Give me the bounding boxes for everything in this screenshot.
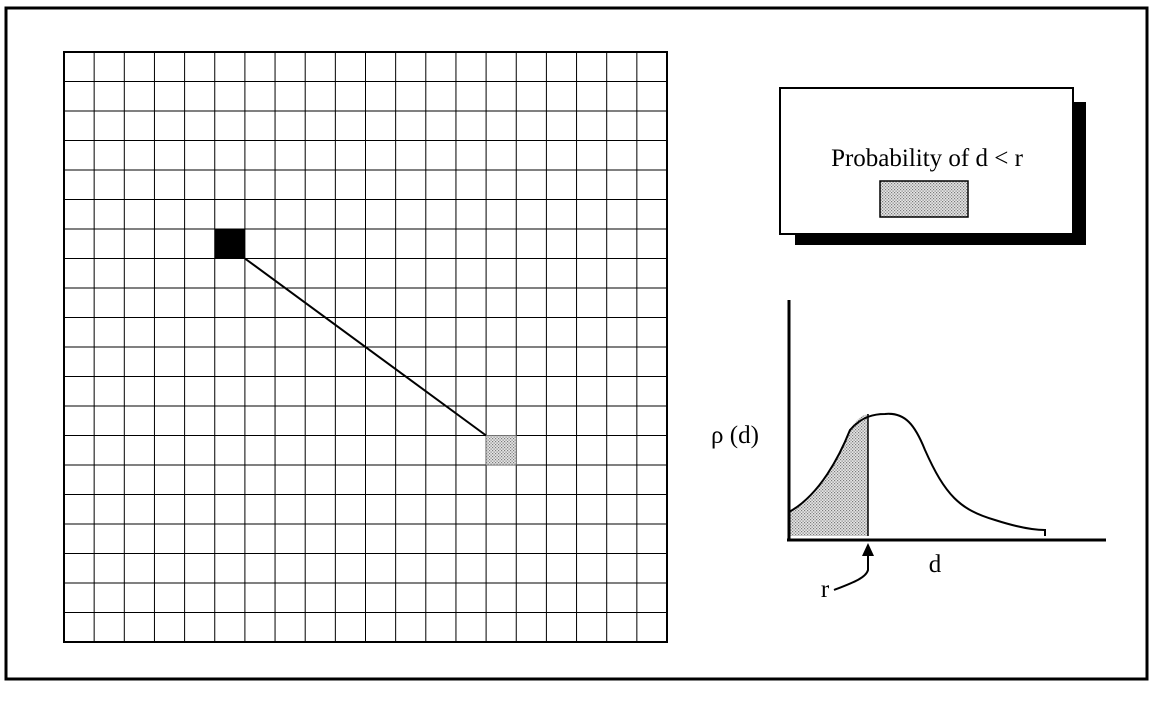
legend-text: Probability of d < r xyxy=(831,145,1024,172)
marker-label: r xyxy=(821,576,830,603)
marker-arrowhead xyxy=(862,543,874,556)
legend-box: Probability of d < r xyxy=(779,87,1086,245)
x-axis-label: d xyxy=(929,551,942,578)
legend-swatch xyxy=(879,180,969,218)
density-plot: ρ (d) d r xyxy=(711,300,1106,603)
marker-arrow xyxy=(833,548,869,591)
shaded-area xyxy=(789,414,868,536)
y-axis-label: ρ (d) xyxy=(711,422,759,449)
lattice-grid xyxy=(63,51,668,643)
outer-frame xyxy=(4,6,1149,681)
density-curve xyxy=(788,412,1046,536)
distance-line xyxy=(244,257,487,437)
target-cell xyxy=(485,435,517,466)
source-cell xyxy=(214,229,245,259)
